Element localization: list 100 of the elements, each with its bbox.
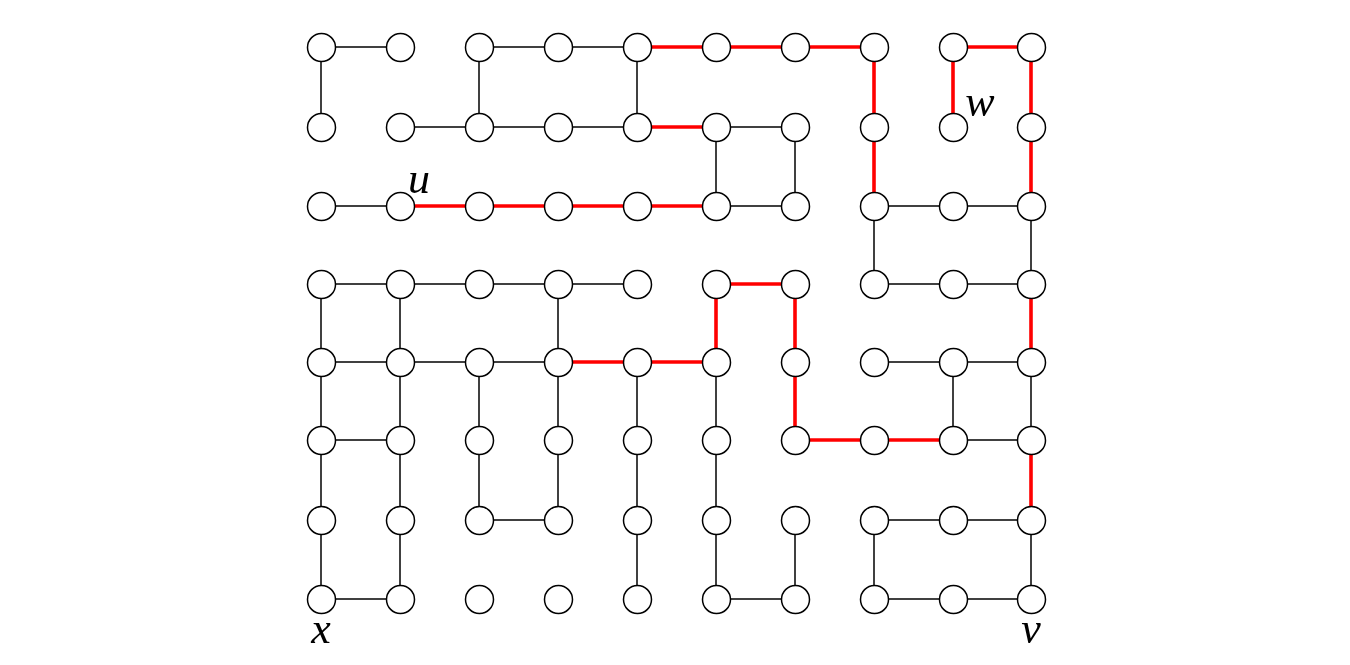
graph-edge [715,140,717,193]
vertex-label: v [1021,607,1041,651]
graph-edge [715,453,717,507]
vertex-circle [621,346,653,378]
vertex-circle [858,424,890,456]
vertex-label: u [408,157,430,201]
graph-edge [873,533,875,586]
vertex-circle [1015,424,1047,456]
vertex-circle [937,424,969,456]
graph-edge [399,453,401,507]
graph-edge [636,60,638,114]
vertex-circle [700,346,732,378]
vertex-circle [858,504,890,536]
vertex-circle [858,190,890,222]
graph-edge [320,60,322,114]
vertex-circle [463,583,495,615]
vertex-circle [1015,583,1047,615]
graph-edge [730,282,781,286]
graph-edge [320,375,322,427]
vertex-circle [779,111,811,143]
graph-edge [557,297,559,349]
vertex-circle [1015,31,1047,63]
vertex-circle [937,31,969,63]
graph-edge [651,204,702,208]
graph-edge [1029,61,1033,113]
vertex-circle [858,31,890,63]
graph-edge [320,453,322,507]
graph-edge [809,438,860,442]
graph-edge [794,140,796,193]
graph-edge [572,204,623,208]
vertex-circle [779,190,811,222]
vertex-circle [1015,346,1047,378]
vertex-circle [384,111,416,143]
graph-edge [793,376,797,426]
graph-edge [872,61,876,113]
vertex-circle [463,31,495,63]
vertex-circle [463,424,495,456]
vertex-circle [621,268,653,300]
vertex-circle [621,424,653,456]
vertex-circle [937,583,969,615]
graph-edge [952,375,954,427]
graph-edge [557,453,559,507]
graph-edge [872,141,876,192]
graph-edge [873,219,875,271]
vertex-circle [700,504,732,536]
vertex-label: w [965,80,995,124]
vertex-circle [858,268,890,300]
vertex-circle [621,583,653,615]
vertex-circle [779,31,811,63]
graph-edge [651,125,702,129]
vertex-circle [700,268,732,300]
vertex-circle [542,504,574,536]
vertex-circle [858,346,890,378]
graph-edge [493,204,544,208]
vertex-circle [542,111,574,143]
graph-edge [1030,219,1032,271]
vertex-circle [463,346,495,378]
graph-edge [478,453,480,507]
graph-edge [651,45,702,49]
graph-edge [399,375,401,427]
vertex-circle [937,268,969,300]
vertex-circle [384,504,416,536]
vertex-circle [937,504,969,536]
vertex-circle [542,346,574,378]
vertex-circle [1015,504,1047,536]
vertex-circle [463,190,495,222]
graph-edge [572,360,623,364]
vertex-circle [542,190,574,222]
vertex-circle [305,190,337,222]
vertex-circle [384,268,416,300]
vertex-circle [384,424,416,456]
vertex-circle [305,268,337,300]
graph-edge [1030,533,1032,586]
graph-edge [951,61,955,113]
graph-edge [636,453,638,507]
graph-edge [809,45,860,49]
vertex-circle [858,111,890,143]
graph-edge [478,375,480,427]
vertex-circle [700,190,732,222]
graph-edge [888,438,939,442]
vertex-circle [621,190,653,222]
vertex-circle [700,424,732,456]
vertex-circle [305,583,337,615]
vertex-circle [384,346,416,378]
vertex-circle [463,268,495,300]
graph-edge [715,533,717,586]
vertex-circle [779,346,811,378]
vertex-circle [542,268,574,300]
graph-edge [399,533,401,586]
graph-edge [320,533,322,586]
graph-edge [715,375,717,427]
graph-edge [399,297,401,349]
vertex-circle [779,583,811,615]
vertex-circle [937,190,969,222]
graph-edge [967,45,1017,49]
graph-edge [414,204,465,208]
graph-edge [1029,298,1033,348]
vertex-circle [779,268,811,300]
vertex-circle [700,31,732,63]
graph-edge [794,533,796,586]
